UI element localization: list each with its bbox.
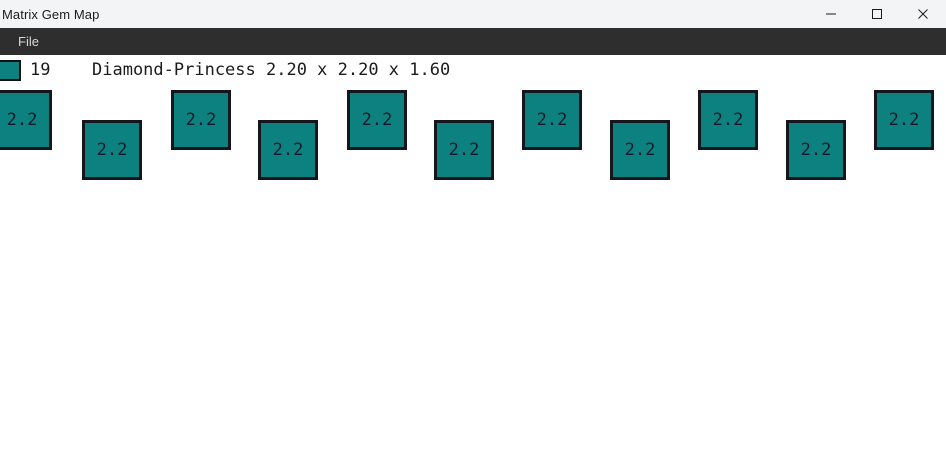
close-icon bbox=[917, 8, 929, 20]
gem-rect[interactable]: 2.2 bbox=[82, 120, 142, 180]
close-button[interactable] bbox=[900, 0, 946, 28]
gem-rect[interactable]: 2.2 bbox=[434, 120, 494, 180]
maximize-button[interactable] bbox=[854, 0, 900, 28]
gem-rect[interactable]: 2.2 bbox=[786, 120, 846, 180]
gem-rect[interactable]: 2.2 bbox=[171, 90, 231, 150]
legend-label: Diamond-Princess 2.20 x 2.20 x 1.60 bbox=[92, 60, 451, 80]
legend-color-swatch bbox=[0, 60, 21, 81]
minimize-button[interactable] bbox=[808, 0, 854, 28]
gem-label: 2.2 bbox=[6, 109, 38, 130]
minimize-icon bbox=[825, 8, 837, 20]
maximize-icon bbox=[871, 8, 883, 20]
menu-item-file[interactable]: File bbox=[18, 34, 39, 49]
gem-map-canvas: 2.2 2.2 2.2 2.2 2.2 2.2 2.2 2.2 2.2 2.2 2.2 bbox=[0, 85, 946, 467]
legend-count: 19 bbox=[30, 60, 51, 80]
title-bar: Matrix Gem Map bbox=[0, 0, 946, 28]
gem-label: 2.2 bbox=[272, 139, 304, 160]
gem-rect[interactable]: 2.2 bbox=[258, 120, 318, 180]
gem-rect[interactable]: 2.2 bbox=[347, 90, 407, 150]
gem-rect[interactable]: 2.2 bbox=[0, 90, 52, 150]
gem-rect[interactable]: 2.2 bbox=[610, 120, 670, 180]
gem-label: 2.2 bbox=[185, 109, 217, 130]
gem-label: 2.2 bbox=[712, 109, 744, 130]
gem-label: 2.2 bbox=[536, 109, 568, 130]
gem-rect[interactable]: 2.2 bbox=[874, 90, 934, 150]
gem-label: 2.2 bbox=[888, 109, 920, 130]
gem-rect[interactable]: 2.2 bbox=[698, 90, 758, 150]
gem-label: 2.2 bbox=[361, 109, 393, 130]
gem-label: 2.2 bbox=[448, 139, 480, 160]
window-title: Matrix Gem Map bbox=[2, 6, 100, 22]
menu-bar: File bbox=[0, 28, 946, 55]
gem-label: 2.2 bbox=[800, 139, 832, 160]
gem-label: 2.2 bbox=[96, 139, 128, 160]
gem-label: 2.2 bbox=[624, 139, 656, 160]
legend-row: 19 Diamond-Princess 2.20 x 2.20 x 1.60 bbox=[0, 55, 946, 85]
gem-rect[interactable]: 2.2 bbox=[522, 90, 582, 150]
